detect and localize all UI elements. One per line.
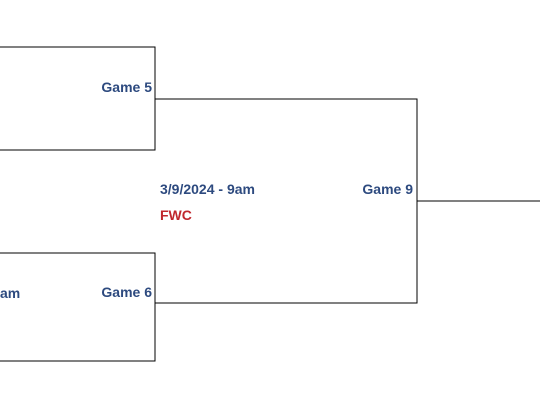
- game9-label: Game 9: [362, 181, 413, 197]
- left-truncated-text: am: [0, 285, 21, 301]
- game5-bracket-line: [0, 46, 156, 151]
- game5-label: Game 5: [101, 79, 152, 95]
- game9-venue: FWC: [160, 207, 192, 223]
- game9-bracket-line: [155, 98, 418, 304]
- game6-bracket-line: [0, 252, 156, 362]
- game9-date-time: 3/9/2024 - 9am: [160, 181, 255, 197]
- game6-label: Game 6: [101, 284, 152, 300]
